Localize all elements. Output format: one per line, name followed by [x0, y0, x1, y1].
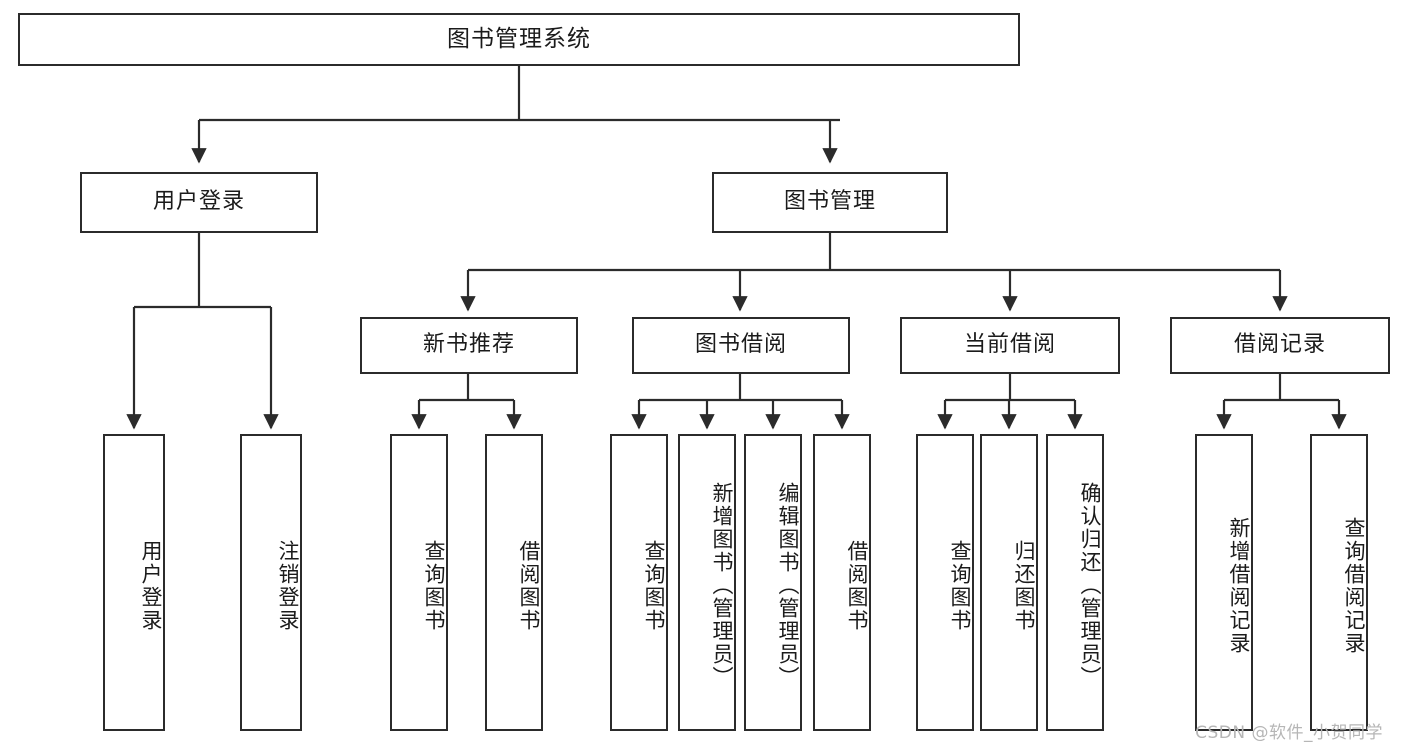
leaf-recommend-query-book[interactable]: 查询图书 — [390, 434, 448, 731]
node-label: 查询图书 — [422, 539, 446, 632]
leaf-current-return-book[interactable]: 归还图书 — [980, 434, 1038, 731]
node-label: 图书借阅 — [694, 332, 787, 358]
node-user-login[interactable]: 用户登录 — [80, 172, 318, 233]
node-label: 归还图书 — [1012, 539, 1036, 632]
leaf-borrow-borrow-book[interactable]: 借阅图书 — [813, 434, 871, 731]
node-label: 借阅记录 — [1233, 332, 1326, 358]
node-label: 用户登录 — [152, 189, 245, 215]
leaf-user-login-logout[interactable]: 注销登录 — [240, 434, 302, 731]
node-label: 新书推荐 — [422, 332, 515, 358]
leaf-user-login-login[interactable]: 用户登录 — [103, 434, 165, 731]
node-label: 查询借阅记录 — [1342, 516, 1366, 655]
leaf-borrow-add-book-admin[interactable]: 新增图书（管理员） — [678, 434, 736, 731]
node-label: 图书管理系统 — [447, 25, 591, 52]
leaf-recommend-borrow-book[interactable]: 借阅图书 — [485, 434, 543, 731]
leaf-borrow-edit-book-admin[interactable]: 编辑图书（管理员） — [744, 434, 802, 731]
leaf-record-add-record[interactable]: 新增借阅记录 — [1195, 434, 1253, 731]
node-label: 注销登录 — [276, 539, 300, 632]
leaf-current-query-book[interactable]: 查询图书 — [916, 434, 974, 731]
node-borrow-record[interactable]: 借阅记录 — [1170, 317, 1390, 374]
node-current-borrow[interactable]: 当前借阅 — [900, 317, 1120, 374]
node-label: 图书管理 — [783, 189, 876, 215]
node-book-borrow[interactable]: 图书借阅 — [632, 317, 850, 374]
node-label: 确认归还（管理员） — [1078, 482, 1102, 689]
node-root-library-system[interactable]: 图书管理系统 — [18, 13, 1020, 66]
leaf-borrow-query-book[interactable]: 查询图书 — [610, 434, 668, 731]
node-label: 用户登录 — [139, 539, 163, 632]
node-label: 查询图书 — [948, 539, 972, 632]
node-label: 编辑图书（管理员） — [776, 482, 800, 689]
node-label: 查询图书 — [642, 539, 666, 632]
node-book-management[interactable]: 图书管理 — [712, 172, 948, 233]
node-label: 借阅图书 — [517, 539, 541, 632]
watermark-text: CSDN @软件_小贺同学 — [1195, 723, 1383, 743]
leaf-current-confirm-return-admin[interactable]: 确认归还（管理员） — [1046, 434, 1104, 731]
node-label: 新增图书（管理员） — [710, 482, 734, 689]
leaf-record-query-record[interactable]: 查询借阅记录 — [1310, 434, 1368, 731]
node-label: 借阅图书 — [845, 539, 869, 632]
node-new-book-recommend[interactable]: 新书推荐 — [360, 317, 578, 374]
node-label: 新增借阅记录 — [1227, 516, 1251, 655]
node-label: 当前借阅 — [963, 332, 1056, 358]
